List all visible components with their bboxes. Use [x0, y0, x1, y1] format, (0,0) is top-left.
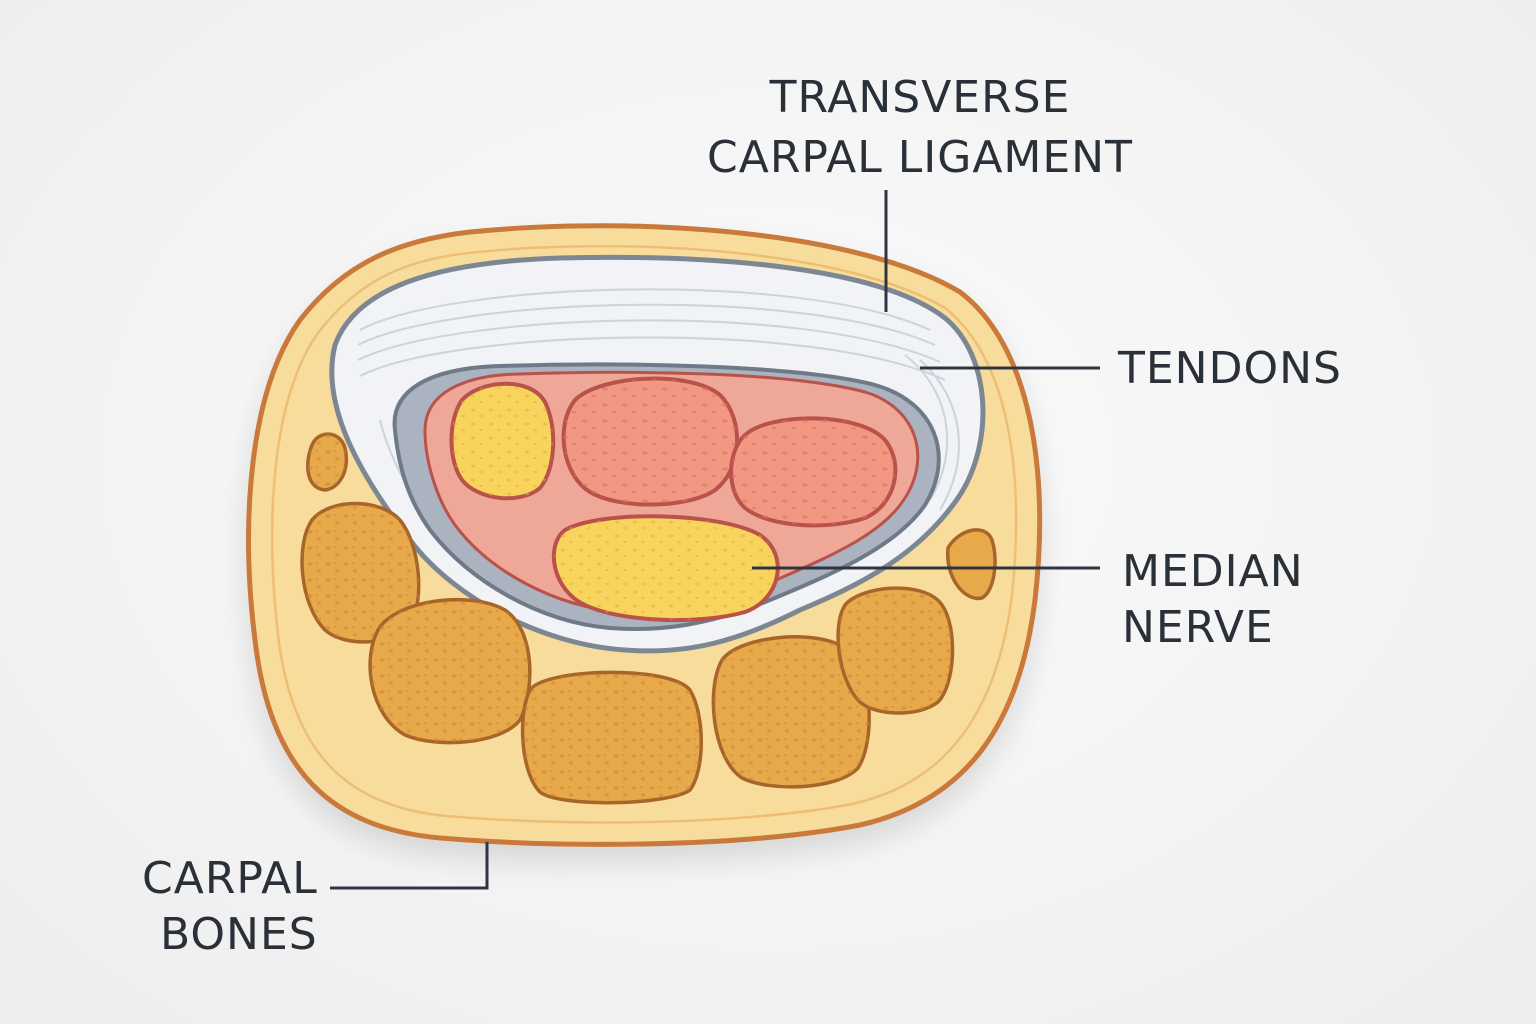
label-carpal-bones-line2: BONES [160, 909, 318, 960]
label-ligament-line2: CARPAL LIGAMENT [707, 132, 1133, 183]
leader-carpal-bones [330, 842, 489, 890]
label-median-nerve-line1: MEDIAN [1122, 546, 1304, 597]
carpal-bone [946, 528, 997, 601]
tendon-yellow [449, 381, 556, 501]
label-carpal-bones-line1: CARPAL [142, 853, 318, 904]
carpal-bones [300, 432, 997, 805]
carpal-bone [368, 597, 532, 745]
median-nerve [551, 514, 780, 623]
label-tendons: TENDONS [1117, 343, 1342, 394]
carpal-bone [711, 635, 871, 789]
tendon-right [729, 416, 898, 528]
label-ligament-line1: TRANSVERSE [769, 72, 1071, 123]
carpal-bone [300, 501, 421, 644]
inner-tissue-line [270, 244, 1018, 824]
labels: TRANSVERSE CARPAL LIGAMENT TENDONS MEDIA… [142, 72, 1342, 960]
tendon-center [561, 376, 740, 507]
tendons [449, 376, 898, 528]
carpal-bone [306, 432, 348, 492]
label-median-nerve-line2: NERVE [1122, 602, 1274, 653]
leader-lines [330, 190, 1100, 890]
carpal-bone [520, 670, 703, 805]
carpal-bone [836, 586, 955, 715]
